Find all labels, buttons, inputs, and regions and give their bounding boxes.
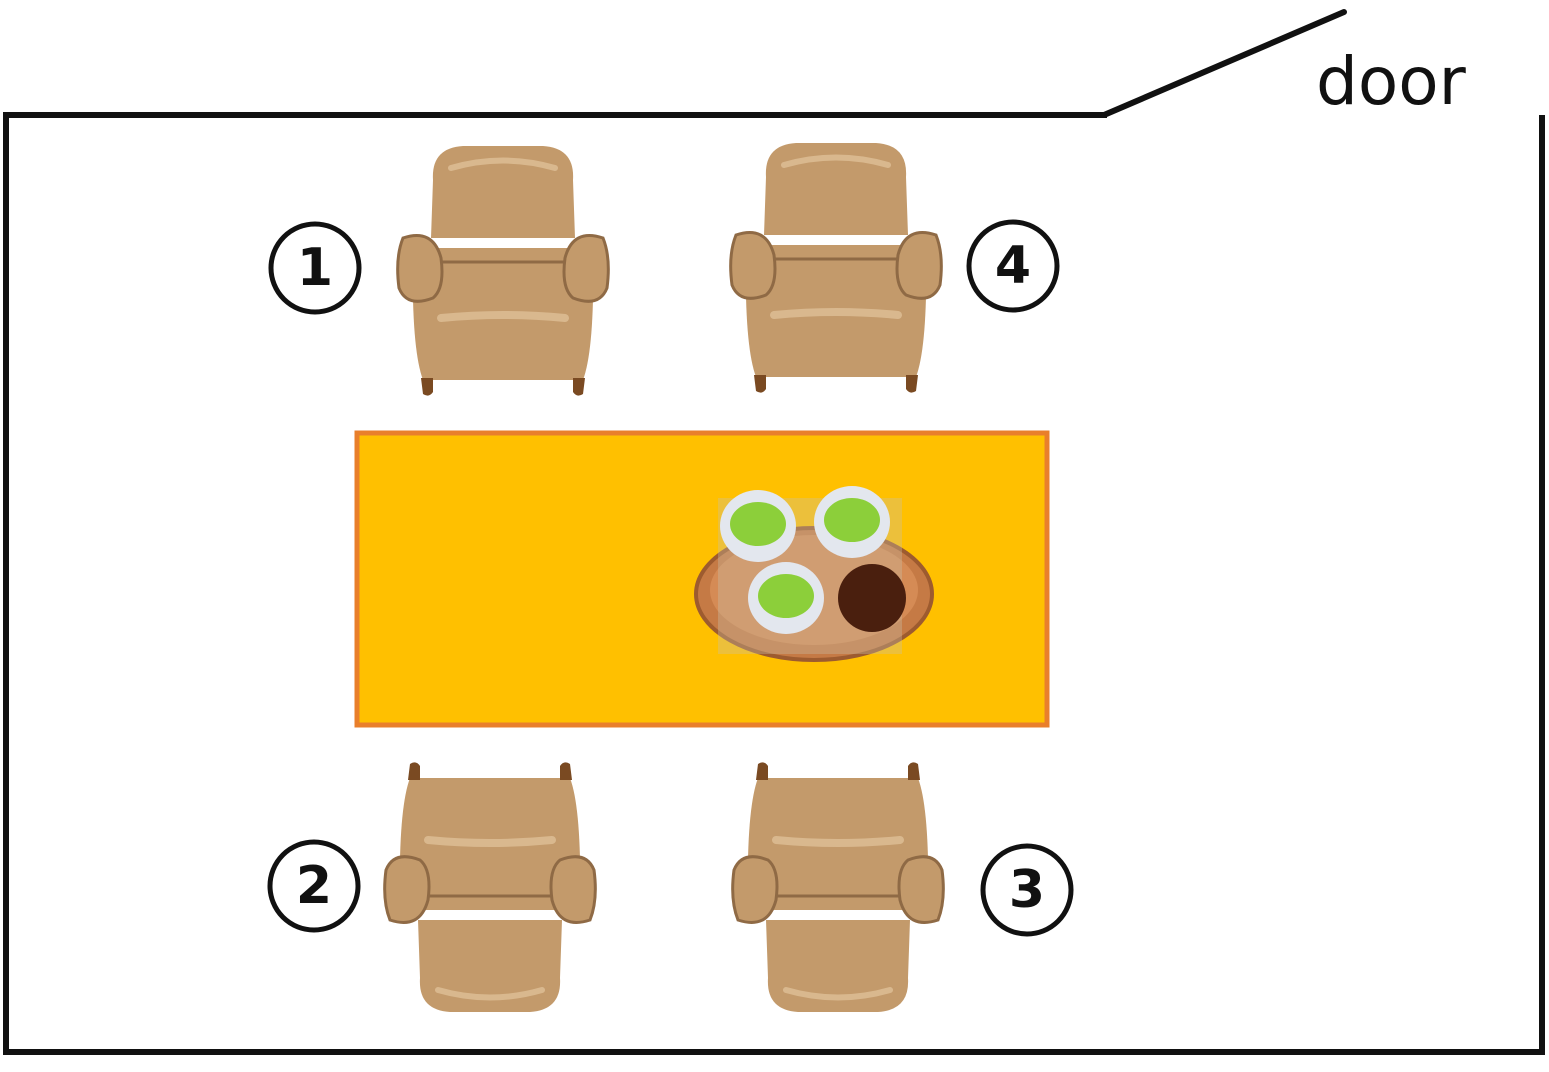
door-label: door [1316, 43, 1466, 120]
seat-number-3: 3 [1008, 860, 1046, 920]
door-line [1101, 9, 1347, 118]
armchair-3-icon [733, 762, 944, 1012]
armchair-4-icon [731, 143, 942, 393]
seat-number-1: 1 [296, 238, 334, 298]
armchair-2-icon [385, 762, 596, 1012]
outer-walls [3, 112, 1545, 1055]
seat-number-2: 2 [295, 856, 333, 916]
tea-tray-icon [694, 486, 934, 662]
room-walls [3, 112, 1545, 1055]
armchair-1-icon [398, 146, 609, 396]
seat-number-4: 4 [994, 236, 1032, 296]
